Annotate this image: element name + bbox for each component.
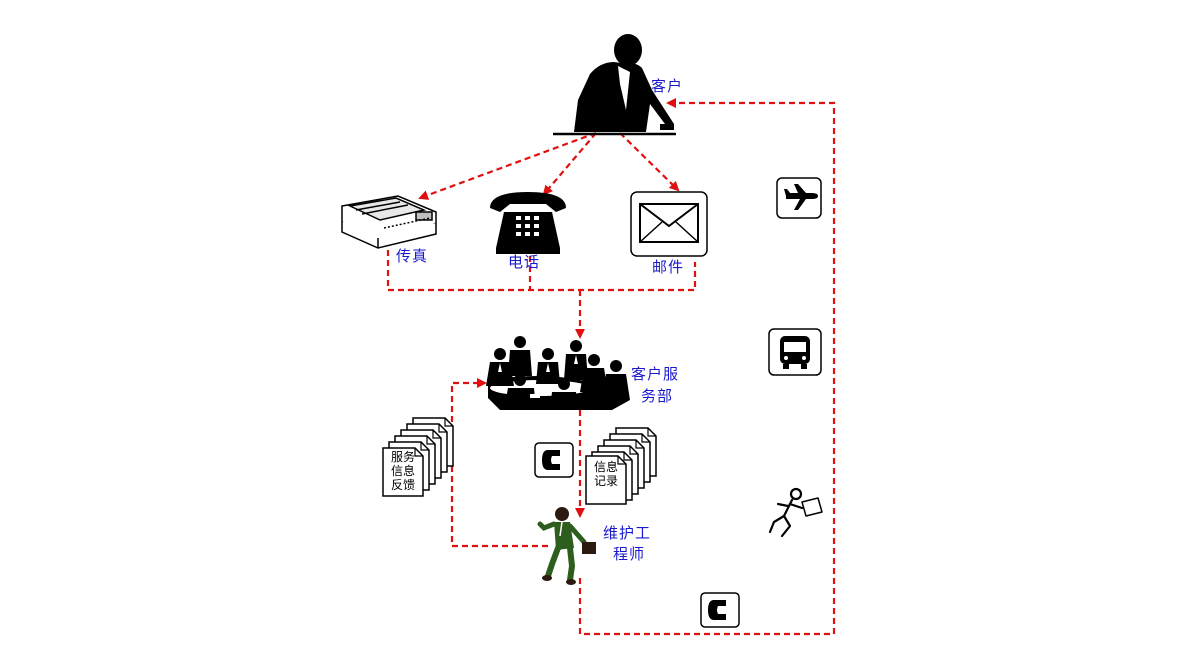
arrow-customer-to-fax [418,131,597,200]
businessman-at-desk-icon [553,34,676,136]
airplane-icon [776,177,822,219]
arrow-customer-to-mail [619,132,680,192]
service-dept-label-line2: 务部 [641,387,674,405]
feedback-document-line: 信息 [390,464,415,478]
engineer-label-line1: 维护工 [603,524,652,542]
arrow-return-to-customer [578,98,836,636]
customer-label: 客户 [651,77,684,95]
phone-handset-icon [534,442,574,478]
running-courier-icon [768,487,823,538]
bus-icon [768,328,822,376]
record-document-line: 信息 [593,460,618,474]
arrow-customer-to-phone [542,132,597,196]
record-document-text: 信息 记录 [586,460,626,488]
fax-label: 传真 [396,247,429,265]
mail-label: 邮件 [652,258,685,276]
flow-lines [386,98,836,636]
phone-handset-icon [700,592,740,628]
line-channels-merge [386,250,697,292]
running-engineer-icon [537,507,596,585]
meeting-group-icon [486,336,630,410]
feedback-document-line: 服务 [390,450,415,464]
arrow-feedback-loop [450,378,548,548]
fax-machine-icon [341,195,437,249]
feedback-document-text: 服务 信息 反馈 [383,450,423,492]
desk-telephone-icon [490,192,566,254]
envelope-icon [630,191,708,257]
feedback-document-line: 反馈 [390,478,415,492]
phone-label: 电话 [508,253,541,271]
record-document-line: 记录 [593,474,618,488]
service-dept-label-line1: 客户服 [631,365,680,383]
engineer-label-line2: 程师 [613,545,646,563]
